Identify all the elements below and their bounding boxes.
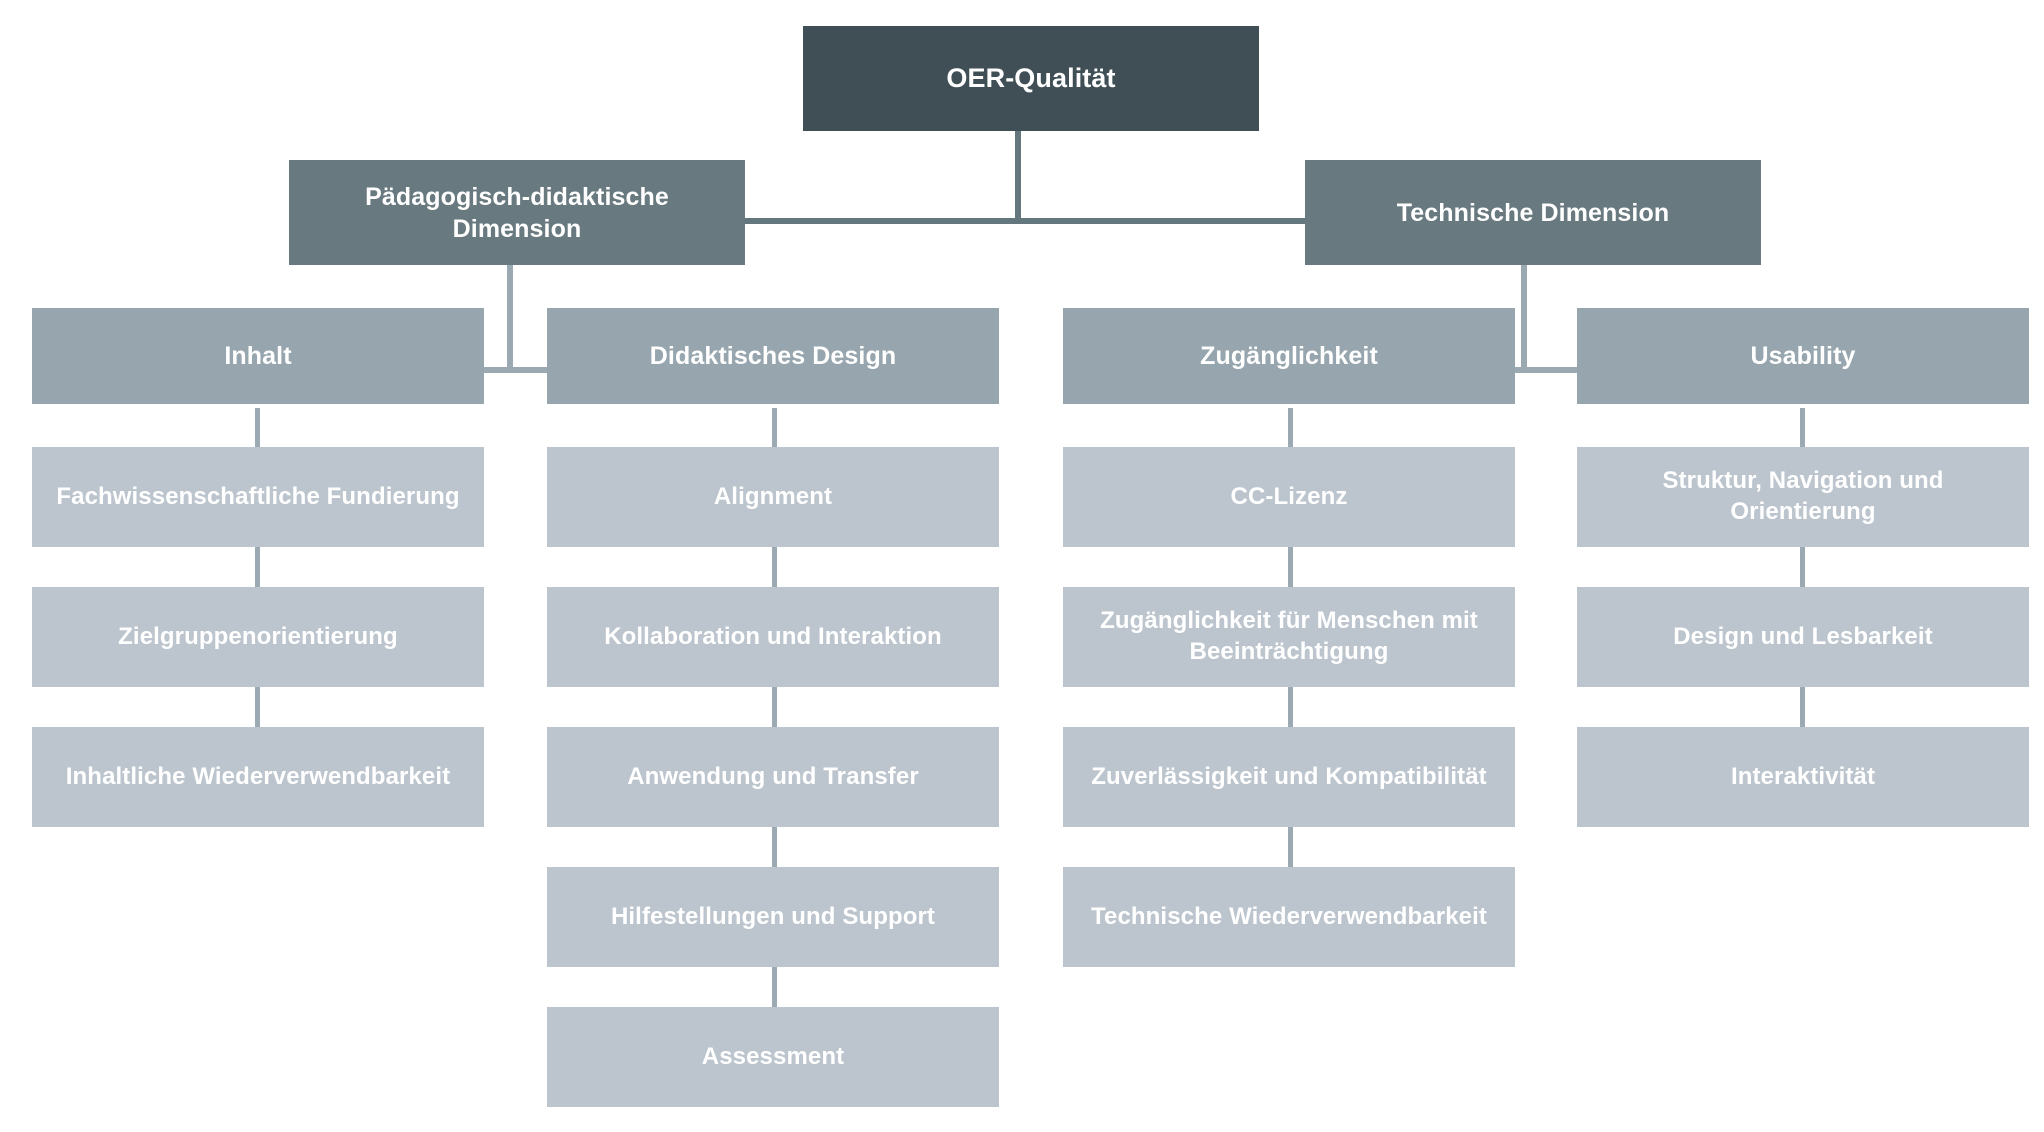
node-label: Struktur, Navigation und Orientierung — [1662, 467, 1944, 525]
node-label: Fachwissenschaftliche Fundierung — [56, 482, 460, 510]
node-leaf-anwendung-und-transfer[interactable]: Anwendung und Transfer — [547, 727, 999, 827]
node-label: Technische Wiederverwendbarkeit — [1091, 902, 1487, 930]
node-label: Zuverlässigkeit und Kompatibilität — [1091, 762, 1487, 790]
node-leaf-alignment[interactable]: Alignment — [547, 447, 999, 547]
node-label: Usability — [1750, 342, 1856, 370]
connector-root-stem — [1015, 131, 1021, 223]
node-leaf-zielgruppenorientierung[interactable]: Zielgruppenorientierung — [32, 587, 484, 687]
node-label: Didaktisches Design — [649, 342, 897, 370]
node-label: Zugänglichkeit — [1200, 342, 1378, 370]
connector-tech-bus — [1438, 367, 1608, 373]
node-label: Alignment — [713, 482, 833, 510]
node-leaf-zugaenglichkeit-fuer-menschen-mit-beeintraechtigung[interactable]: Zugänglichkeit für Menschen mit Beeinträ… — [1063, 587, 1515, 687]
node-label: Hilfestellungen und Support — [610, 902, 936, 930]
node-dimension-technisch[interactable]: Technische Dimension — [1305, 160, 1761, 265]
node-label: Design und Lesbarkeit — [1673, 622, 1933, 650]
node-leaf-inhaltliche-wiederverwendbarkeit[interactable]: Inhaltliche Wiederverwendbarkeit — [32, 727, 484, 827]
node-label: Interaktivität — [1730, 762, 1876, 790]
node-leaf-technische-wiederverwendbarkeit[interactable]: Technische Wiederverwendbarkeit — [1063, 867, 1515, 967]
node-leaf-kollaboration-und-interaktion[interactable]: Kollaboration und Interaktion — [547, 587, 999, 687]
node-label: Zugänglichkeit für Menschen mit Beeinträ… — [1100, 607, 1478, 665]
node-label: Anwendung und Transfer — [627, 762, 919, 790]
node-category-usability[interactable]: Usability — [1577, 308, 2029, 404]
node-label: Inhalt — [224, 342, 292, 370]
node-label: Inhaltliche Wiederverwendbarkeit — [65, 762, 451, 790]
node-label: CC-Lizenz — [1230, 482, 1348, 510]
node-label: Pädagogisch-didaktische Dimension — [365, 182, 669, 243]
connector-paed-stem — [507, 265, 513, 370]
node-leaf-assessment[interactable]: Assessment — [547, 1007, 999, 1107]
connector-tech-stem — [1521, 265, 1527, 370]
node-leaf-hilfestellungen-und-support[interactable]: Hilfestellungen und Support — [547, 867, 999, 967]
node-leaf-interaktivitaet[interactable]: Interaktivität — [1577, 727, 2029, 827]
node-leaf-struktur-navigation-und-orientierung[interactable]: Struktur, Navigation und Orientierung — [1577, 447, 2029, 547]
connector-spine-inhalt — [255, 408, 260, 738]
node-leaf-design-und-lesbarkeit[interactable]: Design und Lesbarkeit — [1577, 587, 2029, 687]
connector-paed-bus — [424, 367, 594, 373]
node-root-oer-qualitaet[interactable]: OER-Qualität — [803, 26, 1259, 131]
connector-spine-didaktisches-design — [772, 408, 777, 1018]
node-dimension-paedagogisch-didaktisch[interactable]: Pädagogisch-didaktische Dimension — [289, 160, 745, 265]
connector-dimension-bus — [735, 218, 1315, 224]
node-leaf-cc-lizenz[interactable]: CC-Lizenz — [1063, 447, 1515, 547]
node-label: Assessment — [701, 1042, 845, 1070]
node-category-zugaenglichkeit[interactable]: Zugänglichkeit — [1063, 308, 1515, 404]
connector-spine-usability — [1800, 408, 1805, 738]
node-category-inhalt[interactable]: Inhalt — [32, 308, 484, 404]
node-label: Zielgruppenorientierung — [118, 622, 398, 650]
node-label: Kollaboration und Interaktion — [604, 622, 942, 650]
node-leaf-fachwissenschaftliche-fundierung[interactable]: Fachwissenschaftliche Fundierung — [32, 447, 484, 547]
node-label: Technische Dimension — [1396, 198, 1670, 227]
node-leaf-zuverlaessigkeit-und-kompatibilitaet[interactable]: Zuverlässigkeit und Kompatibilität — [1063, 727, 1515, 827]
node-label: OER-Qualität — [946, 63, 1116, 94]
node-category-didaktisches-design[interactable]: Didaktisches Design — [547, 308, 999, 404]
